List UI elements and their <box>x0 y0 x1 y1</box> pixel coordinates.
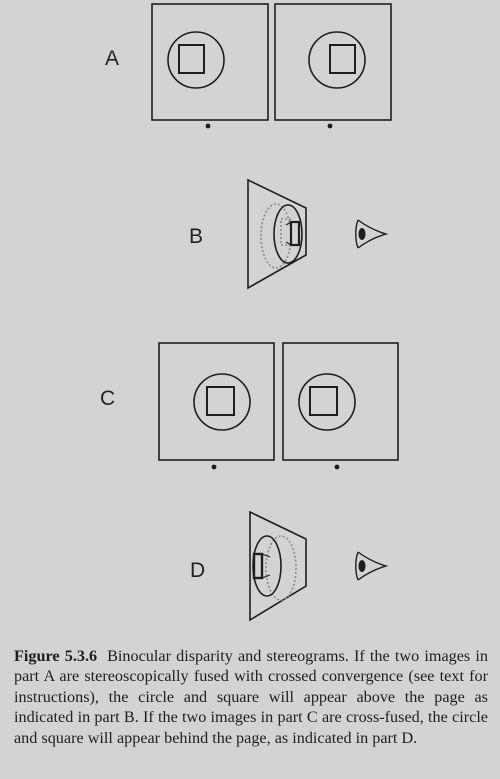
part-a-right-circle <box>308 31 366 89</box>
part-c-left-dot <box>211 464 217 470</box>
part-b-floating-circle <box>273 204 303 264</box>
part-b-page-square <box>280 218 292 246</box>
part-d-diagram <box>249 510 307 622</box>
part-b-diagram <box>247 178 307 290</box>
part-d-receding-square <box>252 552 264 580</box>
part-c-right-frame <box>282 342 399 461</box>
part-a-right-square <box>329 44 356 74</box>
part-d-square-edge-lower <box>261 574 271 579</box>
part-a-left-frame <box>151 3 269 121</box>
part-c-right-square <box>309 386 338 416</box>
part-label-d: D <box>190 559 205 582</box>
part-b-eye-icon <box>355 219 389 249</box>
part-d-page-circle <box>265 535 297 601</box>
part-a-left-dot <box>205 123 211 129</box>
part-c-stereo-pair <box>158 342 399 470</box>
part-d-square-edge <box>261 553 271 558</box>
part-c-right-circle <box>298 373 356 431</box>
part-label-a: A <box>105 47 119 70</box>
part-d-page-plane <box>249 510 307 622</box>
caption-text: Binocular disparity and stereograms. If … <box>14 647 488 747</box>
part-b-page-plane <box>247 178 307 290</box>
stereogram-figure: A B C <box>100 3 399 622</box>
part-c-right-dot <box>334 464 340 470</box>
part-label-c: C <box>100 387 115 410</box>
part-c-left-square <box>206 386 235 416</box>
part-c-left-circle <box>193 373 251 431</box>
part-b-square-edge-lower <box>285 241 292 246</box>
part-b-page-circle <box>260 203 292 269</box>
part-a-right-frame <box>274 3 392 121</box>
part-a-stereo-pair <box>151 3 392 129</box>
part-d-receding-circle <box>252 535 282 597</box>
part-c-left-frame <box>158 342 275 461</box>
part-a-left-square <box>178 44 205 74</box>
figure-number: Figure 5.3.6 <box>14 647 98 665</box>
part-a-right-dot <box>327 123 333 129</box>
part-a-left-circle <box>167 31 225 89</box>
part-b-floating-square <box>289 220 301 247</box>
part-b-square-edge <box>285 221 292 226</box>
part-d-eye-icon <box>355 551 389 581</box>
part-label-b: B <box>189 225 203 248</box>
